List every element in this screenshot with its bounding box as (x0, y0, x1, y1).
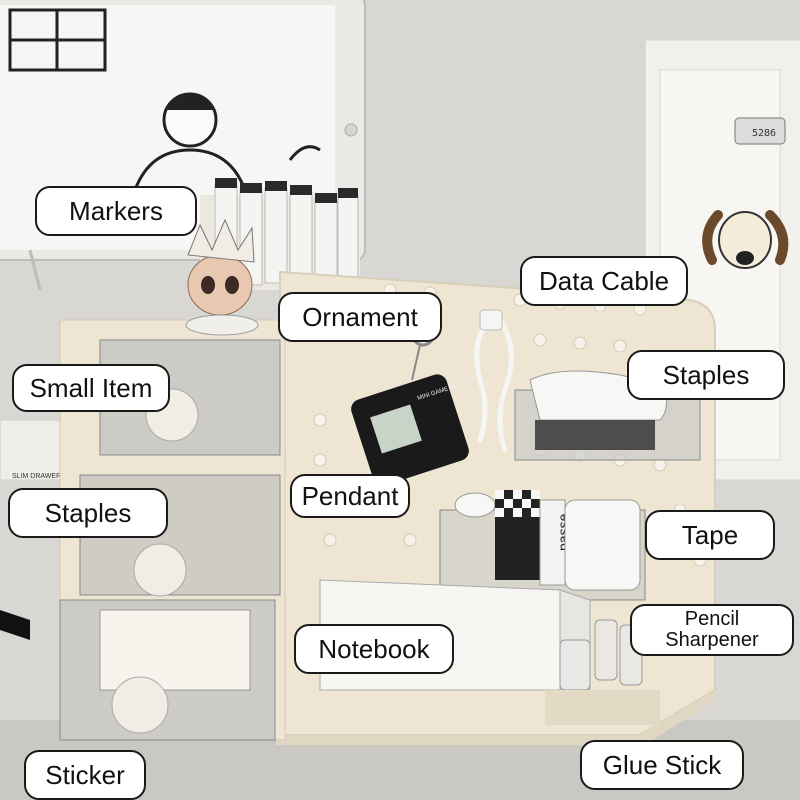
label-glue-stick-text: Glue Stick (602, 750, 722, 780)
label-data-cable-text: Data Cable (538, 266, 670, 296)
label-staples-right: Staples (627, 350, 785, 400)
sticker-sheet (99, 609, 251, 691)
tape-shelf: passe (439, 490, 646, 601)
label-ornament: Ornament (278, 292, 442, 342)
tape-dispenser (564, 499, 641, 591)
label-staples-left: Staples (8, 488, 168, 538)
checkered-tape (495, 490, 540, 580)
label-pendant: Pendant (290, 474, 410, 518)
label-pendant-text: Pendant (301, 481, 399, 511)
drawer-2-knob (133, 543, 187, 597)
label-markers: Markers (35, 186, 197, 236)
data-cable (474, 309, 514, 453)
drawer-3-knob (111, 676, 169, 734)
label-ornament-text: Ornament (302, 302, 418, 332)
label-notebook-text: Notebook (318, 634, 430, 664)
label-sticker: Sticker (24, 750, 146, 800)
label-markers-text: Markers (69, 196, 163, 226)
marker-cup (200, 178, 360, 296)
pencil-sharpeners (559, 619, 643, 691)
label-small-item-text: Small Item (29, 373, 153, 403)
pen-tip (0, 610, 30, 640)
glue-stick-tray (545, 690, 660, 725)
ornament-figure (185, 218, 259, 336)
label-data-cable: Data Cable (520, 256, 688, 306)
label-staples-right-text: Staples (662, 360, 750, 390)
label-pencil-sharpener-line1: Pencil (684, 608, 740, 630)
locker-tag-text: 5286 (752, 128, 776, 139)
label-tape-text: Tape (681, 520, 739, 550)
label-notebook: Notebook (294, 624, 454, 674)
game-player-pendant: MINI GAME PLAYER (351, 323, 473, 486)
label-pencil-sharpener-line2: Sharpener (665, 629, 759, 651)
drawer-box-text: SLIM DRAWER BOX (12, 473, 78, 480)
label-pencil-sharpener: Pencil Sharpener (630, 604, 794, 656)
label-sticker-text: Sticker (45, 760, 125, 790)
label-glue-stick: Glue Stick (580, 740, 744, 790)
label-tape: Tape (645, 510, 775, 560)
label-small-item: Small Item (12, 364, 170, 412)
label-staples-left-text: Staples (44, 498, 132, 528)
